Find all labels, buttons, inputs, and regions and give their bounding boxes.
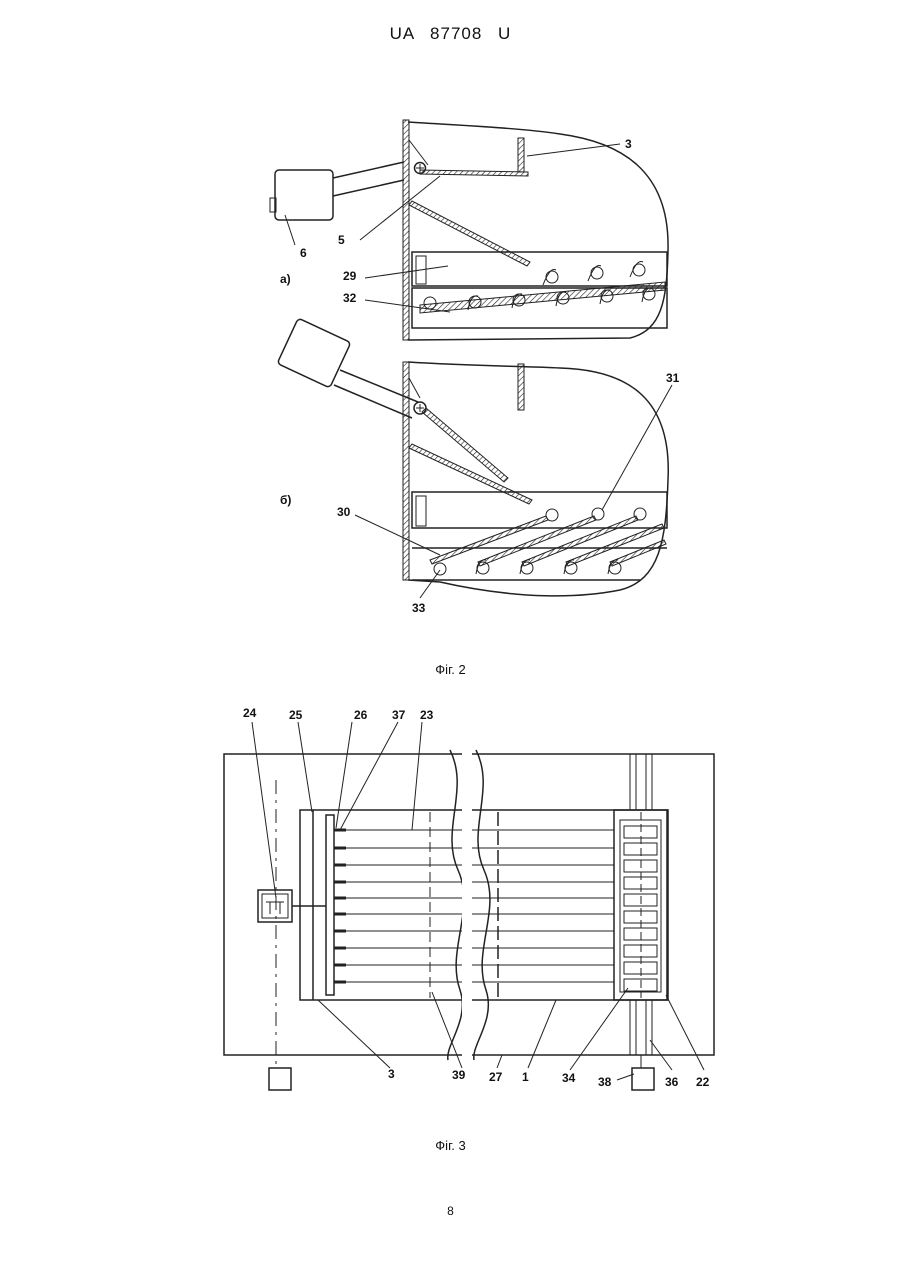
label-33: 33: [412, 601, 426, 615]
label-31: 31: [666, 371, 680, 385]
label-25: 25: [289, 708, 303, 722]
label-24: 24: [243, 706, 257, 720]
panel-a-label: а): [280, 272, 291, 286]
label-39: 39: [452, 1068, 466, 1082]
figure-3: [224, 722, 714, 1090]
figure-3-caption: Фіг. 3: [0, 1138, 901, 1153]
label-36: 36: [665, 1075, 679, 1089]
label-3-fig2: 3: [625, 137, 632, 151]
label-30: 30: [337, 505, 351, 519]
label-37: 37: [392, 708, 406, 722]
figure-2-panel-a: [270, 120, 668, 340]
panel-b-label: б): [280, 493, 291, 507]
label-1: 1: [522, 1070, 529, 1084]
label-5: 5: [338, 233, 345, 247]
label-29: 29: [343, 269, 357, 283]
figure-2-caption: Фіг. 2: [0, 662, 901, 677]
label-6: 6: [300, 246, 307, 260]
label-22: 22: [696, 1075, 710, 1089]
label-27: 27: [489, 1070, 503, 1084]
label-26: 26: [354, 708, 368, 722]
label-23: 23: [420, 708, 434, 722]
page-number: 8: [0, 1204, 901, 1218]
figure-2-panel-b: [277, 318, 672, 598]
label-3-fig3: 3: [388, 1067, 395, 1081]
label-38: 38: [598, 1075, 612, 1089]
label-34: 34: [562, 1071, 576, 1085]
label-32: 32: [343, 291, 357, 305]
